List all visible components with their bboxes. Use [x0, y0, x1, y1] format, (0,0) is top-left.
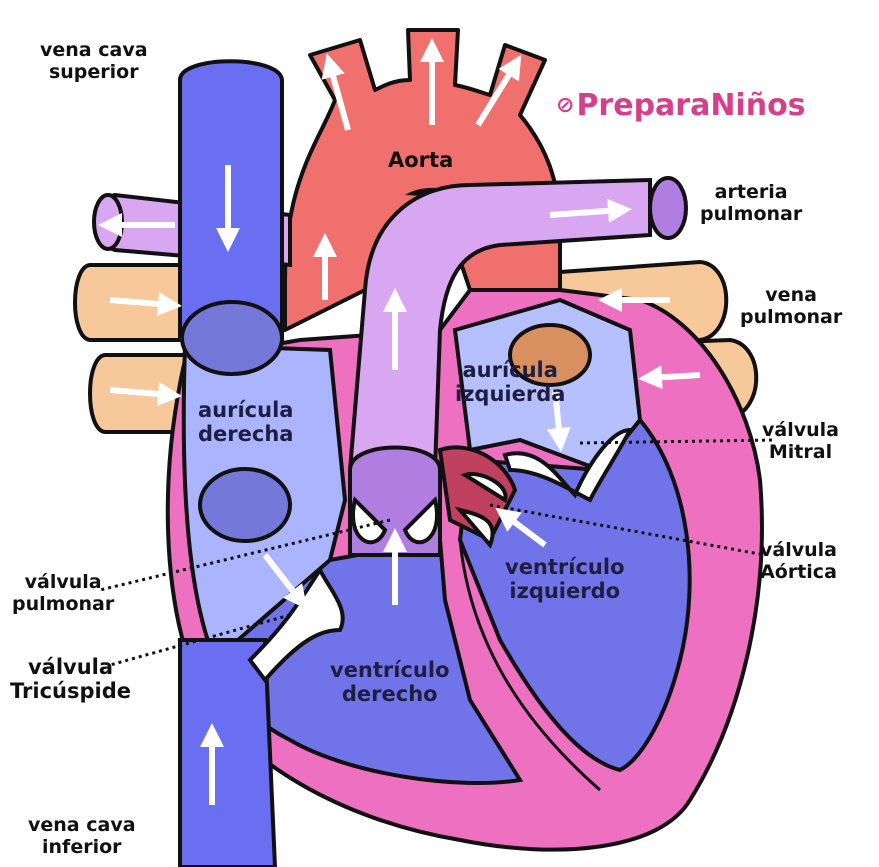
brand-text: PreparaNiños — [576, 88, 805, 123]
label-arteria-pulmonar: arteria pulmonar — [700, 182, 802, 226]
brand-logo: ⊘PreparaNiños — [556, 88, 806, 123]
label-valvula-mitral: válvula Mitral — [762, 420, 839, 464]
label-ventriculo-derecho: ventrículo derecho — [330, 658, 450, 706]
clock-compass-icon: ⊘ — [556, 93, 574, 118]
label-valvula-aortica: válvula Aórtica — [760, 540, 837, 584]
label-ventriculo-izquierdo: ventrículo izquierdo — [505, 555, 625, 603]
label-valvula-tricuspide: válvula Tricúspide — [10, 655, 131, 703]
label-aorta: Aorta — [388, 148, 453, 172]
pulmonary-valve-shape — [350, 448, 440, 556]
label-vena-pulmonar: vena pulmonar — [740, 285, 842, 329]
pulmonary-artery-end — [650, 178, 686, 238]
label-vena-cava-inferior: vena cava inferior — [28, 815, 136, 859]
label-auricula-izquierda: aurícula izquierda — [455, 358, 565, 406]
label-auricula-derecha: aurícula derecha — [198, 398, 293, 446]
label-valvula-pulmonar: válvula pulmonar — [12, 572, 114, 616]
label-vena-cava-superior: vena cava superior — [40, 40, 148, 84]
